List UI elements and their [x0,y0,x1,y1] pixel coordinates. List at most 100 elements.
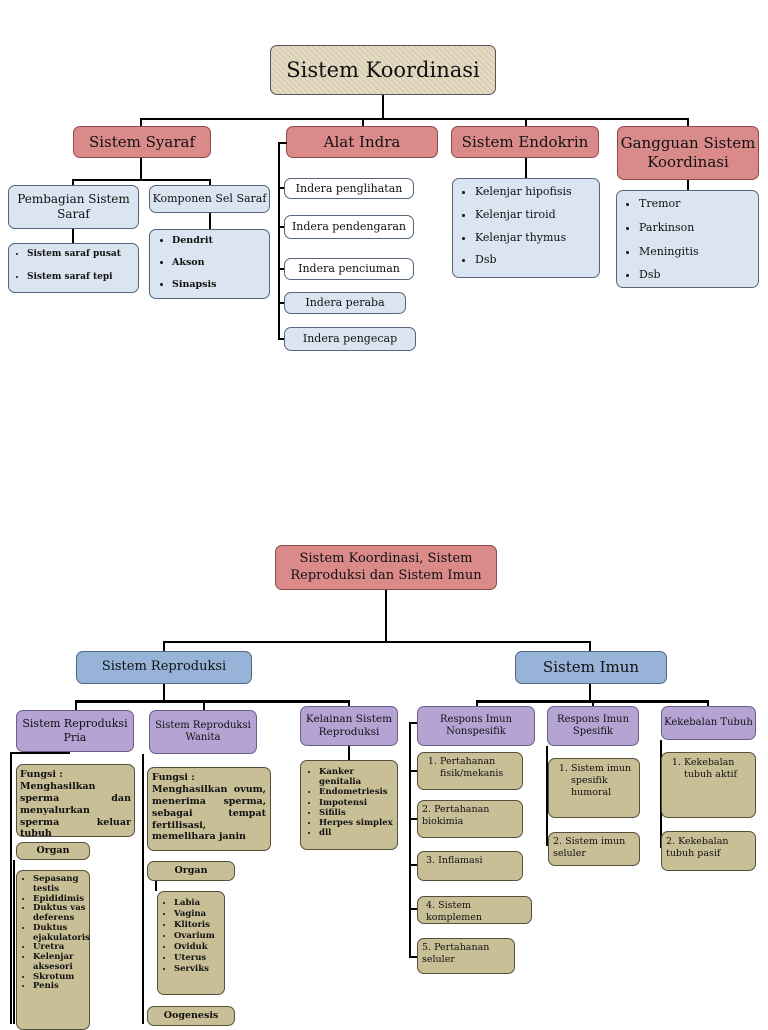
node-label: Organ [174,865,208,877]
pria-fungsi: Fungsi : Menghasilkan sperma dan menyalu… [16,764,135,840]
indra-item: Indera pendengaran [284,215,414,239]
list-item: Kelenjar tiroid [475,208,572,222]
node-label: Indera pendengaran [291,220,407,234]
connector [142,754,144,1024]
connector [163,641,591,643]
fungsi-text: Menghasilkan sperma dan menyalurkan sper… [20,780,131,840]
connector [409,722,411,958]
connector [278,187,284,189]
spesifik-item: Sistem imun spesifik humoral [548,758,640,818]
connector [687,180,689,190]
list-item: 2. Sistem imun seluler [553,836,626,859]
list-item: Serviks [174,964,215,975]
connector [278,268,284,270]
indra-item: Indera pengecap [284,327,416,351]
connector [13,860,15,1024]
gangguan-list: Tremor Parkinson Meningitis Dsb [616,190,759,288]
branch-gangguan: Gangguan Sistem Koordinasi [617,126,759,180]
connector [362,118,364,126]
komponen-sel-saraf: Komponen Sel Saraf [149,185,270,213]
connector [348,746,350,760]
list-item: Uterus [174,953,215,964]
spesifik-item: 2. Sistem imun seluler [548,832,640,866]
connector [409,722,417,724]
branch-label: Sistem Syaraf [88,132,196,151]
nonspesifik-item: 5. Pertahanan seluler [417,938,515,974]
list-item: Dsb [639,268,699,282]
connector [163,641,165,651]
pembagian-list: Sistem saraf pusat Sistem saraf tepi [8,243,139,293]
indra-item: Indera peraba [284,292,406,314]
node-label: Kekebalan Tubuh [664,716,753,728]
list-item: Sepasang testis [33,874,90,895]
list-item: Kelenjar thymus [475,231,572,245]
list-item: Pertahanan fisik/mekanis [440,756,518,780]
connector [409,956,417,958]
node-label: Kelainan Sistem Reproduksi [305,712,393,738]
list-item: Tremor [639,197,699,211]
respons-imun-nonspesifik: Respons Imun Nonspesifik [417,706,535,746]
connector [409,864,417,866]
list-item: Ovarium [174,931,215,942]
branch-alat-indra: Alat Indra [286,126,438,158]
node-label: Sistem Imun [542,658,640,677]
connector [72,179,74,185]
list-item: Kekebalan tubuh aktif [684,757,751,781]
pria-organ-list: Sepasang testis Epididimis Duktus vas de… [16,870,90,1030]
connector [140,158,142,180]
connector [72,179,210,181]
sistem-reproduksi: Sistem Reproduksi [76,651,252,684]
connector [589,641,591,651]
list-item: Akson [172,257,216,269]
list-item: 5. Pertahanan seluler [422,942,490,965]
connector [209,213,211,229]
branch-sistem-syaraf: Sistem Syaraf [73,126,211,158]
connector [409,770,417,772]
branch-label: Gangguan Sistem Koordinasi [620,134,756,171]
connector [278,142,287,144]
node-label: Pembagian Sistem Saraf [17,192,130,221]
kekebalan-tubuh: Kekebalan Tubuh [661,706,756,740]
list-item: Parkinson [639,221,699,235]
list-item: Meningitis [639,245,699,259]
node-label: Respons Imun Spesifik [556,713,630,738]
kekebalan-item: 2. Kekebalan tubuh pasif [661,831,756,871]
list-item: Dsb [475,253,572,267]
node-label: Indera peraba [305,296,385,310]
list-item: Herpes simplex [319,818,393,828]
node-label: Oogenesis [163,1010,219,1022]
list-item: 2. Pertahanan biokimia [422,804,490,827]
connector [278,142,280,340]
list-item: Kanker genitalia [319,767,393,787]
respons-imun-spesifik: Respons Imun Spesifik [547,706,639,746]
connector [589,684,591,701]
wanita-oogenesis: Oogenesis [147,1006,235,1026]
connector [278,302,284,304]
list-item: Uretra [33,943,90,953]
kekebalan-item: Kekebalan tubuh aktif [661,752,756,818]
connector [409,818,417,820]
connector [385,590,387,642]
list-item: Sistem imun spesifik humoral [571,763,635,799]
indra-item: Indera penglihatan [284,178,414,199]
connector [10,752,70,754]
connector [140,118,689,120]
connector [525,118,527,126]
pembagian-sistem-saraf: Pembagian Sistem Saraf [8,185,139,229]
list-item: Duktus vas deferens [33,904,90,924]
connector [546,746,548,846]
kelainan-reproduksi: Kelainan Sistem Reproduksi [300,706,398,746]
list-item: Impotensi [319,798,393,808]
nonspesifik-item: 3. Inflamasi [417,851,523,881]
top-title: Sistem Koordinasi [270,45,496,95]
bottom-title: Sistem Koordinasi, Sistem Reproduksi dan… [275,545,497,590]
connector [687,118,689,126]
connector [409,908,417,910]
list-item: dll [319,828,393,838]
connector [155,881,157,891]
list-item: Sistem saraf pusat [27,249,121,260]
connector [72,229,74,243]
connector [382,95,384,119]
nonspesifik-item: 4. Sistem komplemen [417,896,532,924]
connector [707,700,709,706]
